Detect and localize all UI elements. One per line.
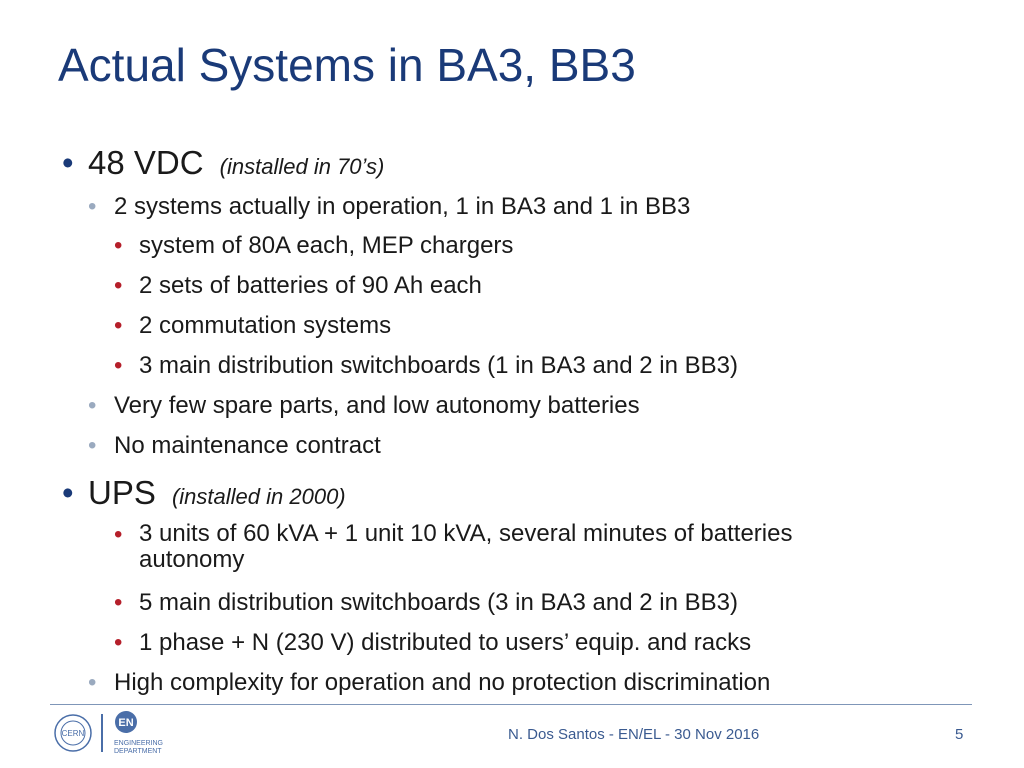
bullet-text: 1 phase + N (230 V) distributed to users… xyxy=(139,629,752,656)
bullet-marker: • xyxy=(114,629,123,656)
logo-separator xyxy=(101,714,103,752)
bullet-continuation: autonomy xyxy=(139,546,245,573)
bullet-marker: • xyxy=(114,272,123,299)
bullet-text: 3 units of 60 kVA + 1 unit 10 kVA, sever… xyxy=(139,520,793,573)
bullet-text: 5 main distribution switchboards (3 in B… xyxy=(139,589,738,616)
cern-logo-text: CERN xyxy=(62,729,85,738)
bullet-text: No maintenance contract xyxy=(114,432,381,459)
bullet-marker: • xyxy=(88,193,97,220)
bullet-marker: • xyxy=(114,312,123,339)
en-logo-text: EN xyxy=(118,717,133,729)
bullet-marker: • xyxy=(88,392,97,419)
bullet-marker: • xyxy=(62,474,74,511)
footer-page-number: 5 xyxy=(955,726,964,743)
bullet-note: (installed in 2000) xyxy=(165,484,346,509)
bullet-text: 2 commutation systems xyxy=(139,312,392,339)
en-logo-sub1: ENGINEERING xyxy=(114,740,163,747)
bullet-marker: • xyxy=(114,521,123,548)
bullet-text: High complexity for operation and no pro… xyxy=(114,669,771,696)
bullet-marker: • xyxy=(114,352,123,379)
bullet-marker: • xyxy=(62,144,74,181)
bullet-text: system of 80A each, MEP chargers xyxy=(139,232,514,259)
bullet-marker: • xyxy=(88,669,97,696)
slide-title: Actual Systems in BA3, BB3 xyxy=(58,39,636,91)
bullet-marker: • xyxy=(88,432,97,459)
footer-author: N. Dos Santos - EN/EL - 30 Nov 2016 xyxy=(508,726,760,743)
bullet-text: UPS (installed in 2000) xyxy=(88,474,346,511)
en-department-logo-icon: EN ENGINEERING DEPARTMENT xyxy=(114,711,163,755)
cern-logo-icon: CERN xyxy=(54,714,92,752)
bullet-text: Very few spare parts, and low autonomy b… xyxy=(114,392,640,419)
footer-divider xyxy=(50,704,972,705)
bullet-text: 2 sets of batteries of 90 Ah each xyxy=(139,272,482,299)
bullet-marker: • xyxy=(114,589,123,616)
bullet-text: 3 main distribution switchboards (1 in B… xyxy=(139,352,738,379)
en-logo-sub2: DEPARTMENT xyxy=(114,748,162,755)
bullet-note: (installed in 70’s) xyxy=(213,154,385,179)
bullet-text: 2 systems actually in operation, 1 in BA… xyxy=(114,193,691,220)
bullet-text: 48 VDC (installed in 70’s) xyxy=(88,144,385,181)
bullet-marker: • xyxy=(114,232,123,259)
